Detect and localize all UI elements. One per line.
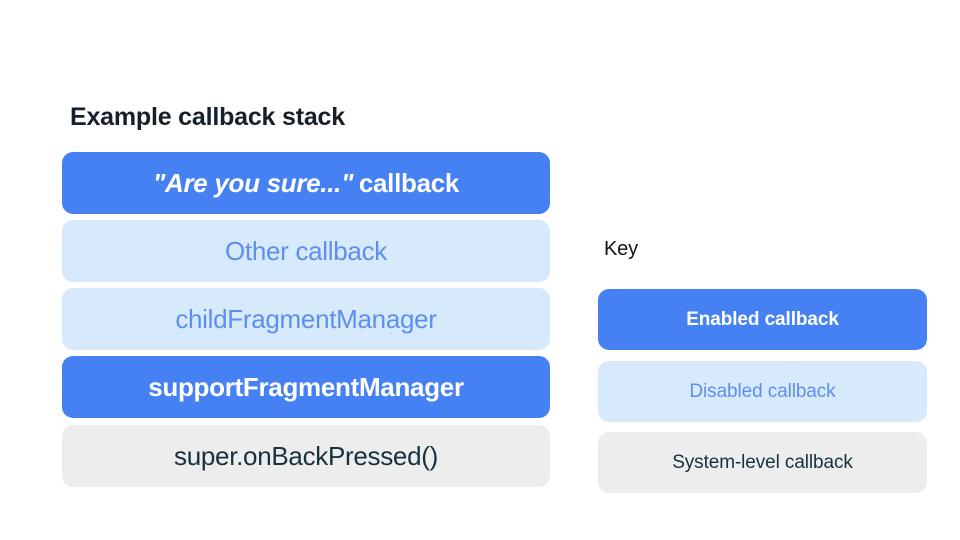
key-section-title: Key xyxy=(604,238,638,260)
stack-item-support-fragment-manager: supportFragmentManager xyxy=(62,356,550,418)
stack-item-label-quoted: "Are you sure..." xyxy=(152,167,354,198)
key-item-disabled-callback: Disabled callback xyxy=(598,361,927,422)
stack-item-label-trailing: callback xyxy=(358,167,460,198)
stack-item-label: childFragmentManager xyxy=(175,303,437,334)
stack-item-label: Other callback xyxy=(225,235,387,266)
key-item-system-level-callback: System-level callback xyxy=(598,432,927,493)
stack-section-title: Example callback stack xyxy=(70,103,345,131)
stack-item-child-fragment-manager: childFragmentManager xyxy=(62,288,550,350)
stack-item-are-you-sure-callback: "Are you sure..."callback xyxy=(62,152,550,214)
stack-item-super-on-back-pressed: super.onBackPressed() xyxy=(62,425,550,487)
key-item-label: Enabled callback xyxy=(686,308,839,330)
key-item-enabled-callback: Enabled callback xyxy=(598,289,927,350)
key-item-label: System-level callback xyxy=(672,451,853,473)
stack-item-label: supportFragmentManager xyxy=(148,371,464,402)
stack-item-label: super.onBackPressed() xyxy=(174,440,438,471)
stack-item-other-callback: Other callback xyxy=(62,220,550,282)
key-item-label: Disabled callback xyxy=(689,380,836,402)
